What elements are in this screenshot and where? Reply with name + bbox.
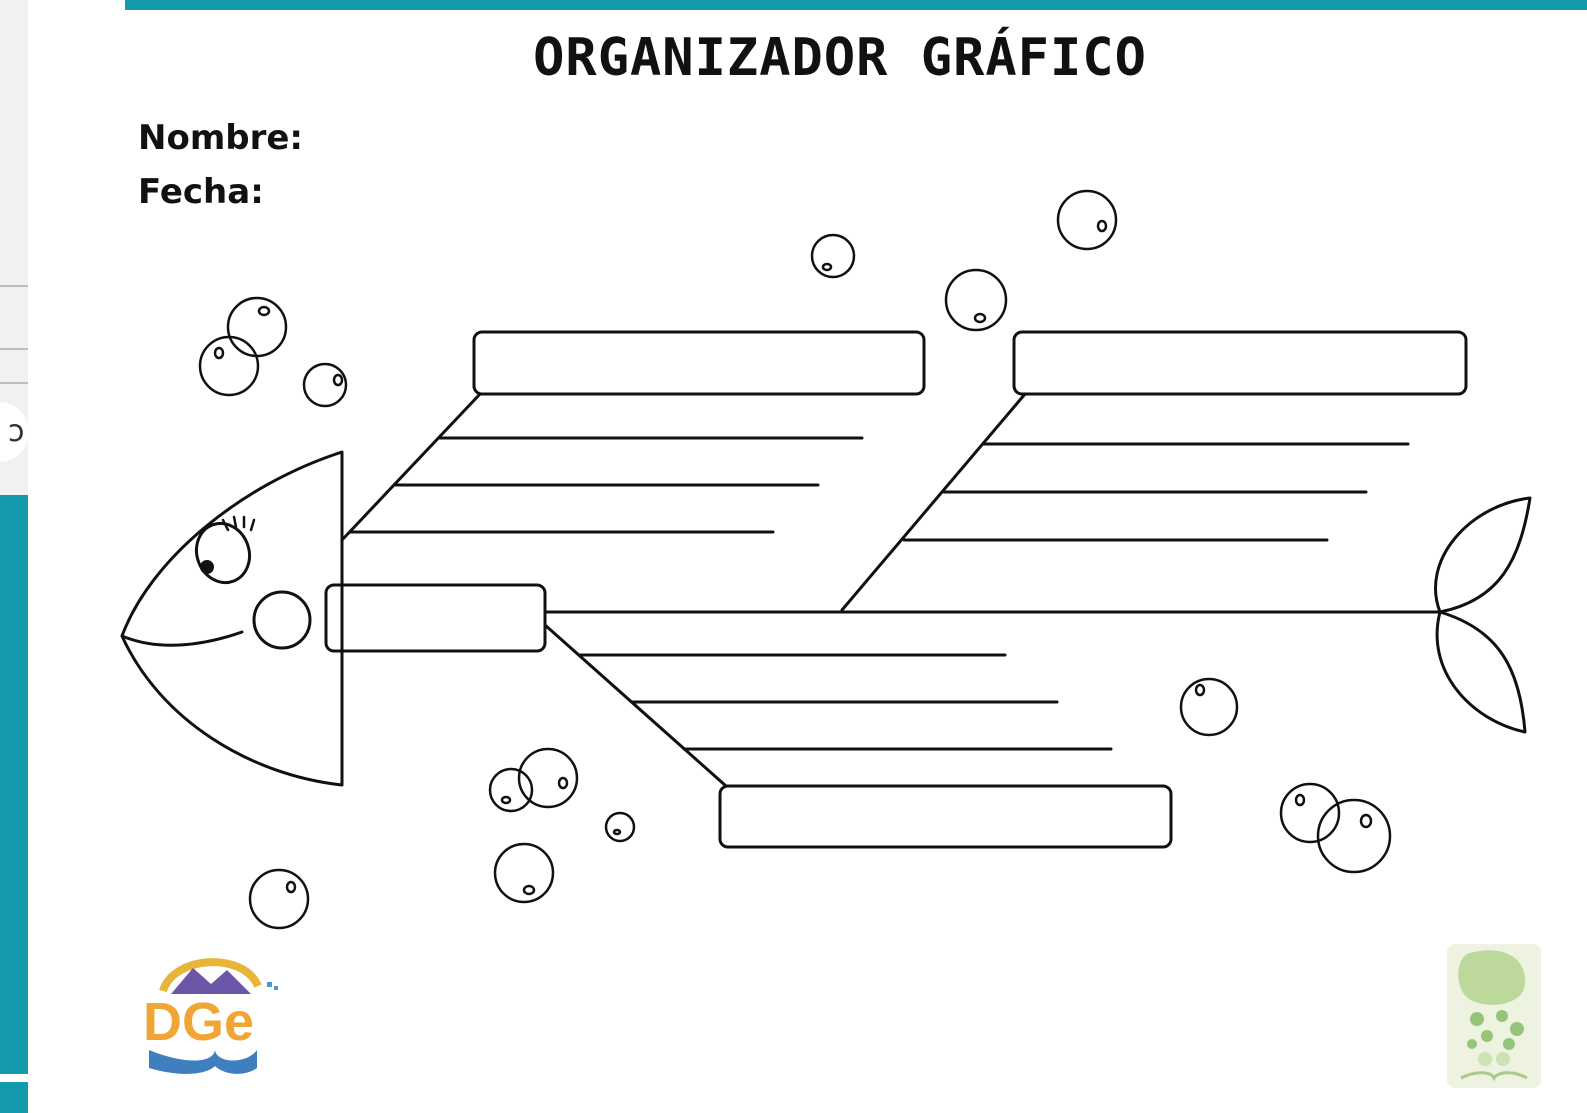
bubble-icon <box>302 362 348 408</box>
svg-text:DGe: DGe <box>143 992 254 1052</box>
side-divider <box>0 348 28 350</box>
tail-bottom <box>1435 610 1527 734</box>
bone-box-top-right[interactable] <box>1012 330 1468 396</box>
bubble-icon <box>604 811 636 843</box>
name-label: Nombre: <box>138 118 304 158</box>
date-label: Fecha: <box>138 172 264 212</box>
bubble-icon <box>198 335 260 397</box>
bubble-icon <box>517 747 579 809</box>
bone-box-bottom[interactable] <box>718 784 1173 849</box>
bubble-icon <box>488 767 534 813</box>
bubble-icon <box>1056 189 1118 251</box>
plan-lectura-logo-icon <box>1447 944 1541 1088</box>
side-divider <box>0 382 28 384</box>
bubble-icon <box>493 842 555 904</box>
bone-top-left <box>340 392 482 542</box>
bubble-icon <box>248 868 310 930</box>
bubble-icon <box>1316 798 1392 874</box>
fish-head <box>120 450 344 787</box>
tail-top <box>1434 496 1532 614</box>
bubble-icon <box>1279 782 1341 844</box>
eyelash-icon <box>221 515 256 532</box>
bubble-icon <box>226 296 288 358</box>
eye-icon <box>195 521 251 585</box>
side-gap <box>0 1074 28 1083</box>
pupil-icon <box>200 560 214 574</box>
bone-bottom <box>543 623 728 788</box>
head-box[interactable] <box>324 583 547 653</box>
top-accent-bar <box>125 0 1587 10</box>
page-title: ORGANIZADOR GRÁFICO <box>533 28 1147 88</box>
bubble-icon <box>810 233 856 279</box>
bubble-icon <box>944 268 1008 332</box>
side-accent <box>0 1082 28 1113</box>
bone-top-right <box>840 392 1027 612</box>
dge-logo-icon: DGe <box>143 958 278 1074</box>
cheek-icon <box>252 590 312 650</box>
bone-box-top-left[interactable] <box>472 330 926 396</box>
side-divider <box>0 285 28 287</box>
bubbles <box>198 189 1392 930</box>
side-accent <box>0 495 28 1080</box>
bubble-icon <box>1179 677 1239 737</box>
